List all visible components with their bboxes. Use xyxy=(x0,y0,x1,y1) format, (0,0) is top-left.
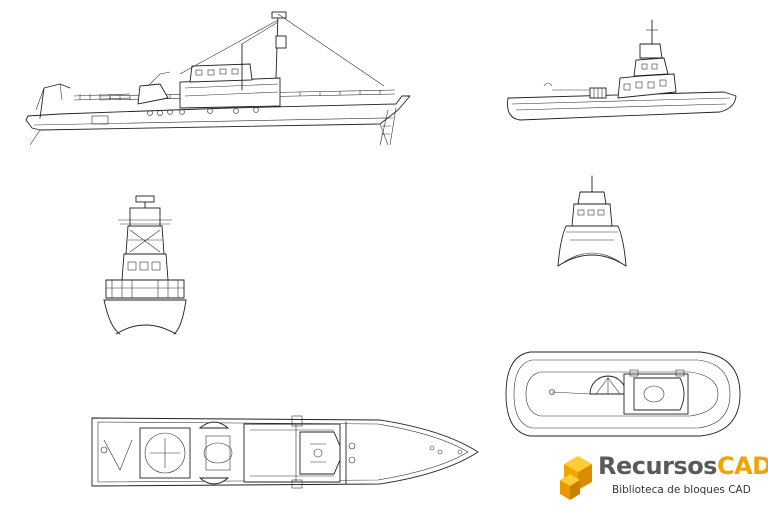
logo-title: RecursosCAD xyxy=(598,452,768,480)
ship1-front-view xyxy=(103,195,187,335)
ship1-plan-view xyxy=(91,415,479,489)
logo-subtitle: Biblioteca de bloques CAD xyxy=(612,484,751,496)
ship1-side-elevation xyxy=(25,11,411,146)
logo-name-part1: Recursos xyxy=(598,452,717,480)
ship2-front-view xyxy=(557,175,627,267)
recursoscad-logo[interactable]: RecursosCAD Biblioteca de bloques CAD xyxy=(556,448,768,508)
logo-cube-icon xyxy=(560,456,592,500)
ship2-side-elevation xyxy=(507,19,737,121)
ship2-plan-view xyxy=(505,351,741,437)
logo-name-part2: CAD xyxy=(716,452,768,480)
